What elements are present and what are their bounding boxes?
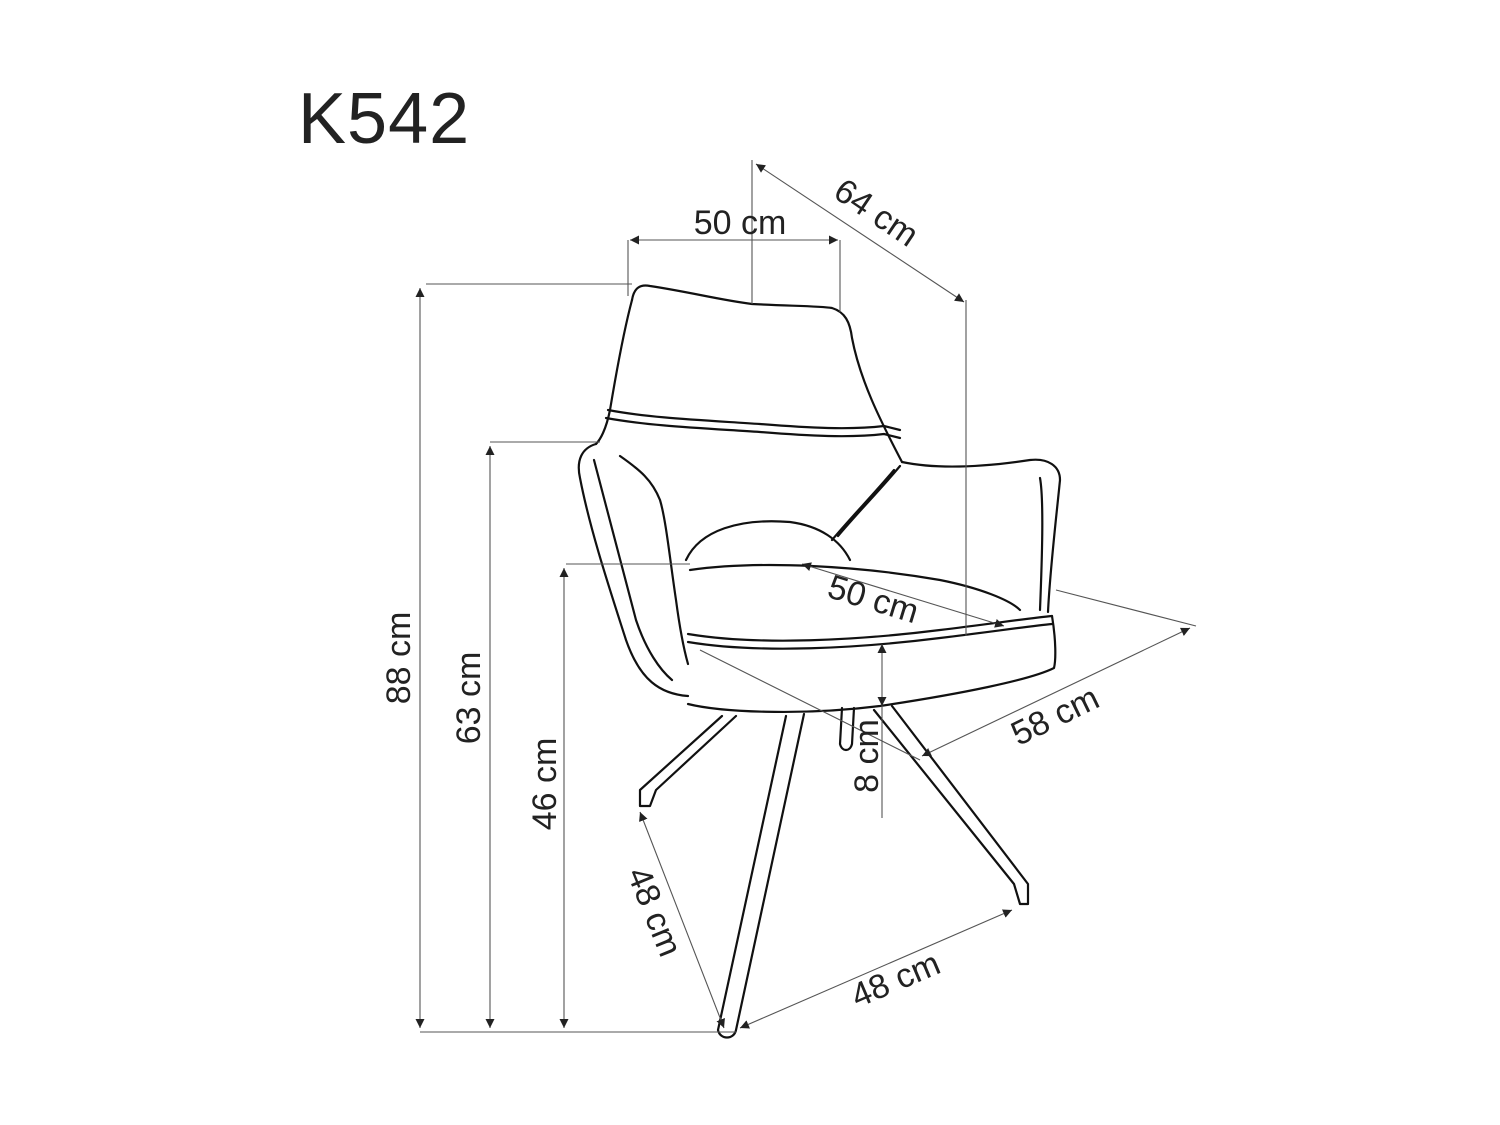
dim-overall-depth: 64 cm	[827, 171, 925, 254]
dim-backrest-width: 50 cm	[694, 204, 787, 242]
dim-seat-depth: 50 cm	[823, 568, 923, 631]
dim-overall-width: 58 cm	[1005, 679, 1105, 754]
dim-total-height: 88 cm	[380, 612, 418, 705]
model-title: K542	[298, 79, 471, 159]
dim-armrest-height: 63 cm	[450, 652, 488, 745]
chair-outline	[577, 284, 1062, 1039]
dim-seat-thickness: 8 cm	[848, 719, 886, 793]
dim-seat-height: 46 cm	[526, 738, 564, 831]
dim-leg-span-right: 48 cm	[846, 944, 946, 1015]
dimension-lines	[415, 160, 1197, 1033]
